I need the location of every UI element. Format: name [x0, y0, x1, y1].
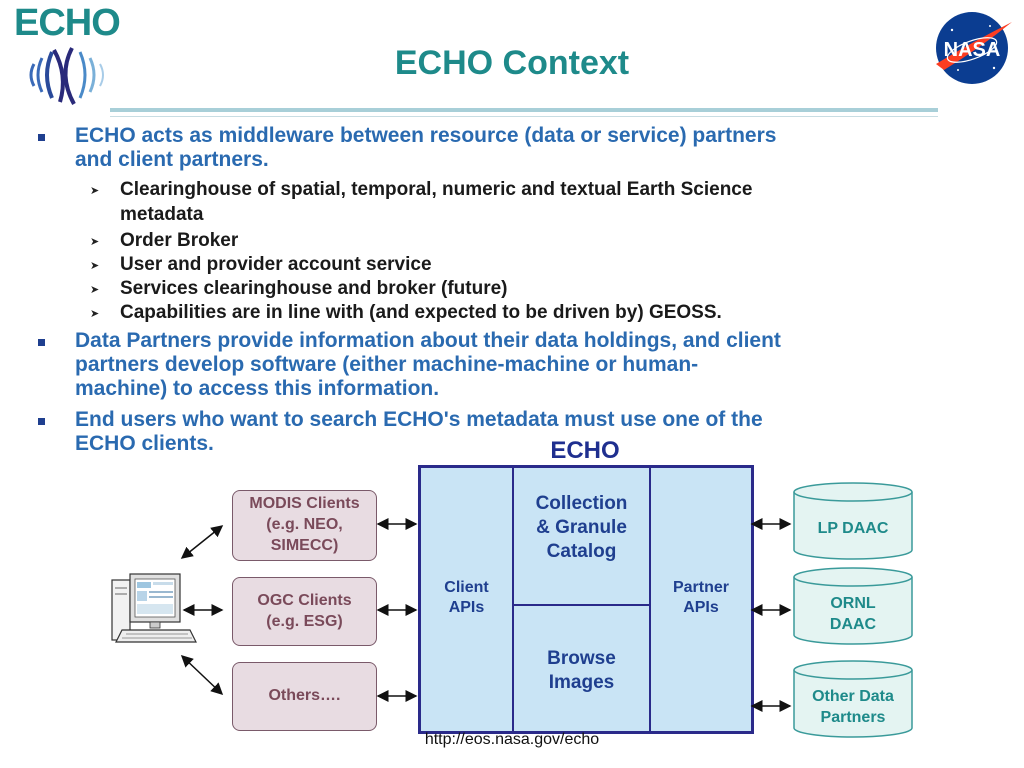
- echo-logo-text: ECHO: [14, 2, 121, 44]
- sub-bullet-3: User and provider account service: [120, 254, 432, 275]
- partner-apis-label: Partner APIs: [672, 579, 730, 616]
- sub-bullet-arrow-icon: ➤: [90, 185, 100, 197]
- bullet-1-line-1: ECHO acts as middleware between resource…: [75, 124, 777, 147]
- computer-modis-arrow: [180, 525, 224, 559]
- ornl-daac-cylinder: [793, 567, 913, 645]
- bullet-3-line-1: End users who want to search ECHO's meta…: [75, 408, 763, 431]
- sub-bullet-arrow-icon: ➤: [90, 284, 100, 296]
- others-clients-box: Others….: [232, 662, 377, 731]
- client-apis-divider: [512, 468, 514, 731]
- desktop-computer-icon: [111, 573, 197, 643]
- bullet-2-line-2: partners develop software (either machin…: [75, 353, 699, 376]
- lp-daac-cylinder: [793, 482, 913, 560]
- sub-bullet-arrow-icon: ➤: [90, 260, 100, 272]
- nasa-logo-text: NASA: [944, 39, 1001, 61]
- bullet-marker: [38, 134, 45, 141]
- echo-system-box: Client APIs Partner APIs Collection & Gr…: [418, 465, 754, 734]
- footer-url: http://eos.nasa.gov/echo: [424, 731, 600, 748]
- title-divider: [110, 108, 938, 112]
- ornl-daac-label: ORNL DAAC: [829, 595, 877, 633]
- page-title: ECHO Context: [394, 44, 630, 82]
- echo-system-label: ECHO: [550, 437, 620, 464]
- computer-others-arrow: [180, 654, 224, 696]
- sub-bullet-2: Order Broker: [120, 230, 239, 251]
- catalog-browse-divider: [514, 604, 649, 606]
- bullet-1-line-2: and client partners.: [75, 148, 269, 171]
- bullet-2-line-1: Data Partners provide information about …: [75, 329, 781, 352]
- nasa-meatball-logo-icon: NASA: [936, 12, 1012, 84]
- other-data-partners-cylinder: [793, 660, 913, 738]
- modis-clients-box: MODIS Clients (e.g. NEO, SIMECC): [232, 490, 377, 561]
- bullet-marker: [38, 418, 45, 425]
- title-divider-thin: [110, 116, 938, 117]
- bullet-marker: [38, 339, 45, 346]
- echo-wave-logo-icon: [29, 47, 104, 105]
- client-apis-label: Client APIs: [444, 579, 489, 616]
- sub-bullet-1-line-2: metadata: [120, 204, 204, 225]
- sub-bullet-arrow-icon: ➤: [90, 236, 100, 248]
- sub-bullet-5: Capabilities are in line with (and expec…: [120, 302, 722, 323]
- sub-bullet-4: Services clearinghouse and broker (futur…: [120, 278, 508, 299]
- sub-bullet-1-line-1: Clearinghouse of spatial, temporal, nume…: [120, 179, 753, 200]
- sub-bullet-arrow-icon: ➤: [90, 308, 100, 320]
- partner-apis-divider: [649, 468, 651, 731]
- other-data-partners-label: Other Data Partners: [812, 688, 894, 726]
- ogc-clients-box: OGC Clients (e.g. ESG): [232, 577, 377, 646]
- bullet-2-line-3: machine) to access this information.: [75, 377, 440, 400]
- browse-images-label: Browse Images: [547, 648, 616, 693]
- bullet-3-line-2: ECHO clients.: [75, 432, 214, 455]
- lp-daac-label: LP DAAC: [817, 520, 889, 537]
- catalog-label: Collection & Granule Catalog: [535, 493, 628, 562]
